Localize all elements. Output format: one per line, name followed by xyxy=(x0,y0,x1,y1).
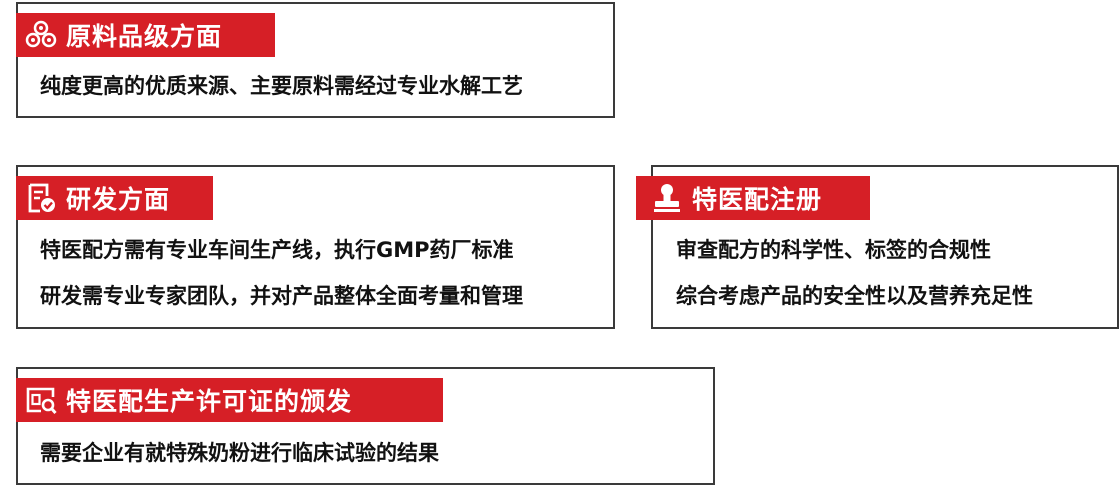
rnd-line-1: 特医配方需有专业车间生产线，执行GMP药厂标准 xyxy=(40,238,514,262)
registration-line-2: 综合考虑产品的安全性以及营养充足性 xyxy=(676,284,1033,308)
stamp-icon xyxy=(650,181,684,215)
registration-tag: 特医配注册 xyxy=(636,176,870,220)
license-tag: 特医配生产许可证的颁发 xyxy=(16,378,443,422)
raw-materials-icon xyxy=(24,18,58,52)
certificate-search-icon xyxy=(24,383,58,417)
registration-title: 特医配注册 xyxy=(692,185,823,214)
rnd-tag: 研发方面 xyxy=(16,176,213,220)
license-line-1: 需要企业有就特殊奶粉进行临床试验的结果 xyxy=(40,441,439,465)
document-check-icon xyxy=(24,181,58,215)
registration-line-1: 审查配方的科学性、标签的合规性 xyxy=(676,238,991,262)
raw-materials-line-1: 纯度更高的优质来源、主要原料需经过专业水解工艺 xyxy=(40,74,523,98)
raw-materials-title: 原料品级方面 xyxy=(66,22,223,51)
raw-materials-tag: 原料品级方面 xyxy=(16,13,275,57)
license-title: 特医配生产许可证的颁发 xyxy=(66,387,353,416)
rnd-title: 研发方面 xyxy=(66,185,171,214)
rnd-line-2: 研发需专业专家团队，并对产品整体全面考量和管理 xyxy=(40,284,523,308)
